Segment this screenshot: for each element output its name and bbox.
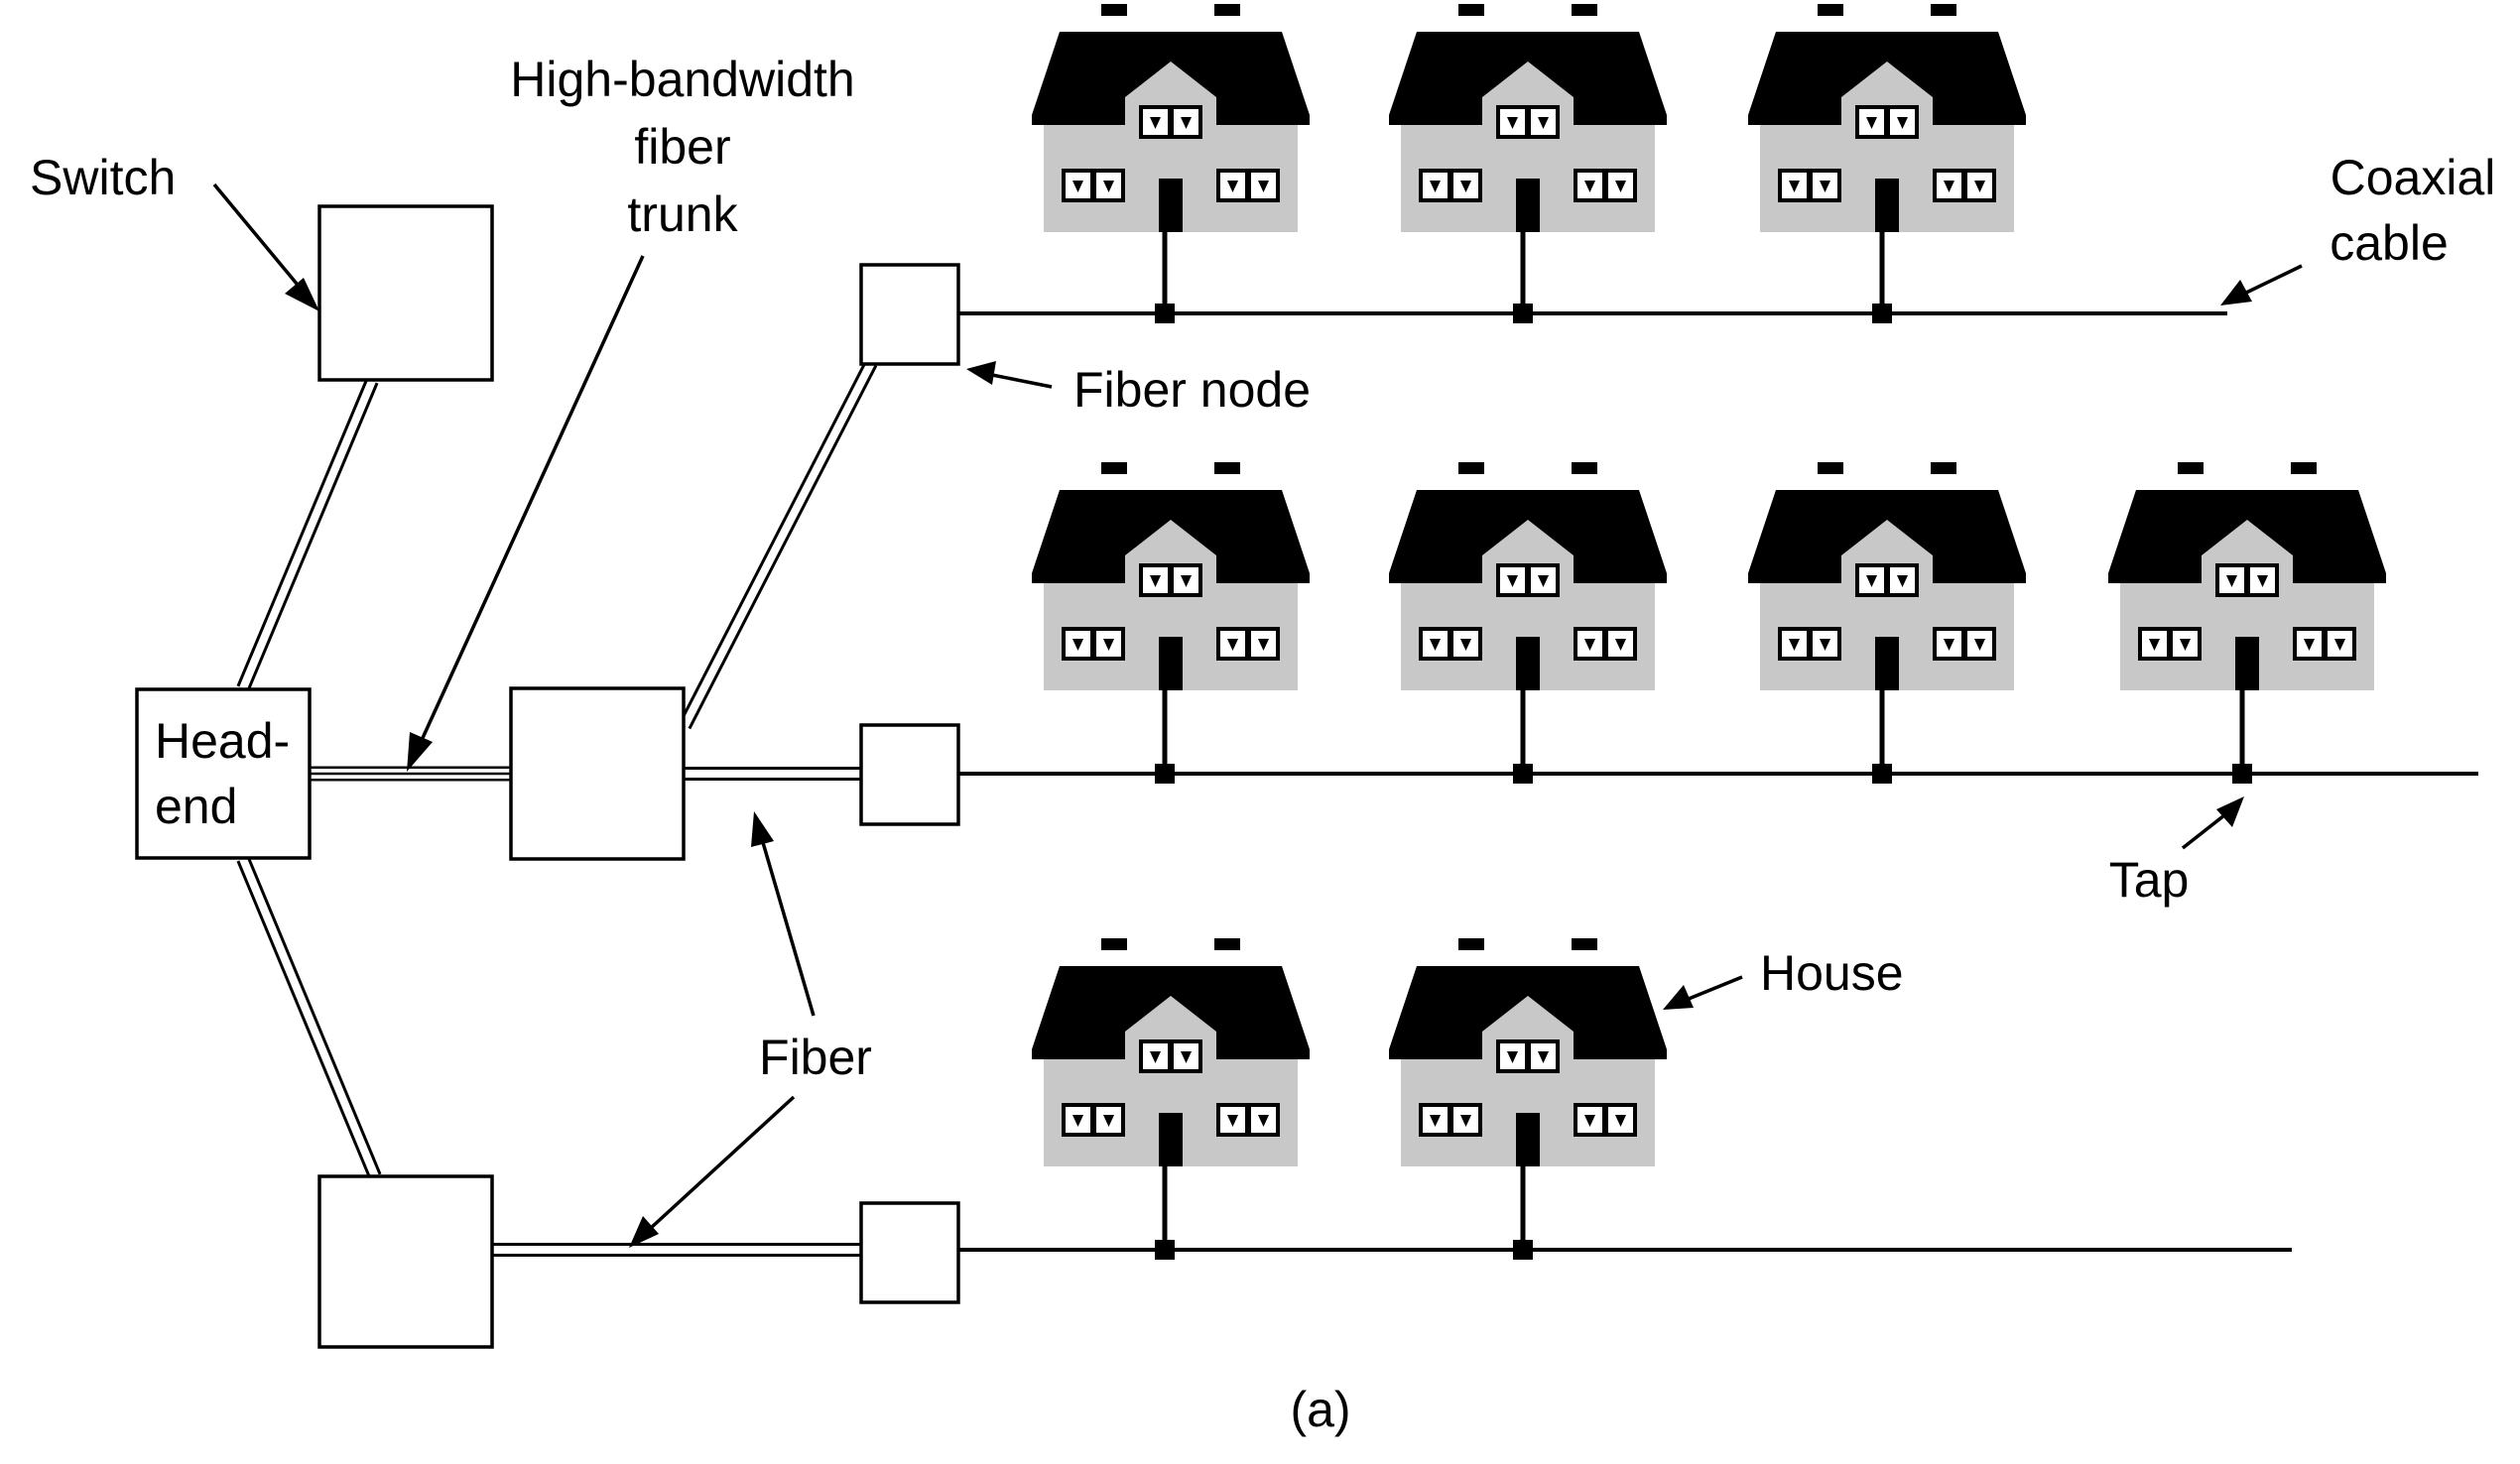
coax-label-line1: Coaxial bbox=[2331, 150, 2496, 205]
house-icon bbox=[1389, 462, 1667, 690]
fiber-node-label: Fiber node bbox=[1073, 362, 1311, 418]
headend-label-line1: Head- bbox=[155, 713, 290, 769]
trunk-label-line2: fiber bbox=[634, 119, 730, 175]
middle-switch-box bbox=[509, 686, 686, 861]
arrow-icon bbox=[966, 361, 996, 385]
labels: Switch High-bandwidth fiber trunk Coaxia… bbox=[30, 52, 2495, 1437]
bottom-switch-box bbox=[317, 1174, 494, 1349]
house-icon bbox=[1748, 4, 2026, 232]
houses-row-3 bbox=[1032, 938, 1667, 1166]
caption: (a) bbox=[1290, 1382, 1350, 1437]
coaxial-cables bbox=[958, 311, 2478, 1252]
house-icon bbox=[1032, 462, 1310, 690]
arrow-icon bbox=[407, 732, 433, 772]
houses-row-1 bbox=[1032, 4, 2026, 232]
switch-label: Switch bbox=[30, 150, 176, 205]
fiber-label: Fiber bbox=[759, 1030, 872, 1085]
arrow-icon bbox=[751, 811, 774, 847]
trunk-label-line1: High-bandwidth bbox=[510, 52, 854, 107]
headend-box bbox=[135, 687, 312, 860]
houses-row-2 bbox=[1032, 462, 2386, 690]
arrow-icon bbox=[285, 278, 319, 311]
arrows bbox=[212, 183, 2303, 1248]
house-icon bbox=[1032, 938, 1310, 1166]
switch-box bbox=[317, 204, 494, 382]
house-icon bbox=[1748, 462, 2026, 690]
arrow-icon bbox=[629, 1216, 659, 1248]
arrow-icon bbox=[1663, 985, 1694, 1010]
house-label: House bbox=[1760, 945, 1904, 1001]
drops-and-taps bbox=[1155, 228, 2252, 1260]
fiber-lines bbox=[236, 359, 878, 1257]
tap-label: Tap bbox=[2109, 852, 2190, 908]
fiber-node-box bbox=[859, 723, 960, 826]
arrow-icon bbox=[2220, 280, 2252, 305]
fiber-node-box bbox=[859, 263, 960, 366]
house-icon bbox=[1389, 938, 1667, 1166]
fiber-node-box bbox=[859, 1201, 960, 1304]
trunk-label-line3: trunk bbox=[627, 186, 738, 242]
arrow-icon bbox=[2216, 796, 2244, 827]
house-icon bbox=[2108, 462, 2386, 690]
coax-label-line2: cable bbox=[2330, 215, 2449, 271]
house-icon bbox=[1032, 4, 1310, 232]
house-icon bbox=[1389, 4, 1667, 232]
headend-label-line2: end bbox=[155, 779, 237, 834]
